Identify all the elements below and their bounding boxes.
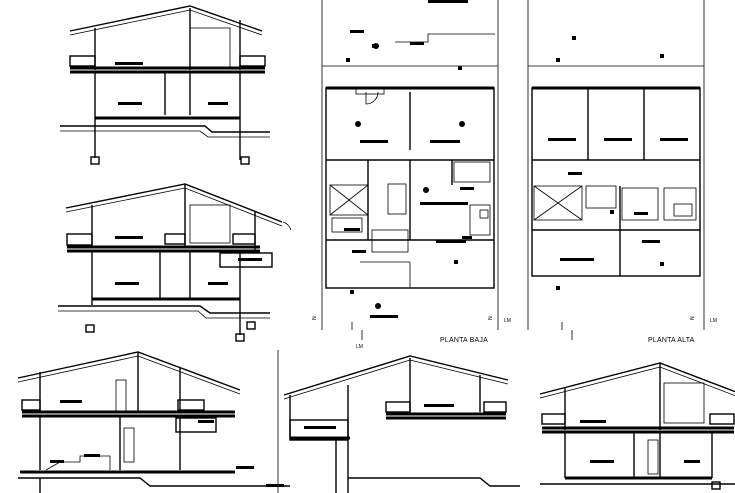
section-b <box>58 183 292 342</box>
upper-floor-plan: PLANTA ALTA N LM <box>527 0 717 344</box>
section-e <box>539 362 735 490</box>
ground-floor-plan: PLANTA BAJA N N LM LM <box>312 0 511 350</box>
section-a <box>60 5 270 165</box>
side-mark-n-right: N <box>488 316 494 320</box>
upper-floor-title: PLANTA ALTA <box>648 337 695 344</box>
axis-mark-lm-bottom: LM <box>356 344 363 350</box>
section-d <box>277 350 520 493</box>
axis-mark-lm-ground: LM <box>504 318 511 324</box>
side-mark-n-upper: N <box>690 316 696 320</box>
ground-floor-title: PLANTA BAJA <box>440 337 488 344</box>
side-mark-n-left: N <box>312 316 318 320</box>
axis-mark-lm-upper: LM <box>710 318 717 324</box>
section-c <box>17 351 290 493</box>
